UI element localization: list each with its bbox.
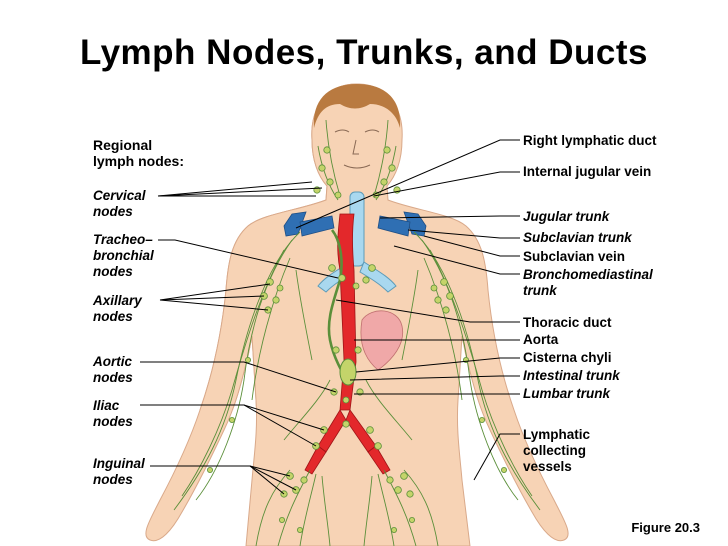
label-bronchomediastinal-trunk: Bronchomediastinal trunk [523, 267, 653, 298]
figure-number: Figure 20.3 [631, 520, 700, 535]
label-aorta: Aorta [523, 332, 559, 347]
face-features [334, 129, 380, 169]
label-regional-lymph-nodes: Regional lymph nodes: [93, 137, 185, 169]
label-subclavian-vein: Subclavian vein [523, 249, 626, 264]
label-tracheobronchial-nodes: Tracheo– bronchial nodes [93, 232, 154, 279]
label-inguinal-nodes: Inguinal nodes [93, 456, 145, 487]
label-aortic-nodes: Aortic nodes [93, 354, 133, 385]
hair [313, 84, 401, 128]
thoracic-duct [327, 229, 352, 386]
label-lumbar-trunk: Lumbar trunk [523, 386, 611, 401]
page-title: Lymph Nodes, Trunks, and Ducts [80, 33, 648, 72]
label-cisterna-chyli: Cisterna chyli [523, 350, 612, 365]
leader-lines [140, 139, 520, 495]
label-thoracic-duct: Thoracic duct [523, 315, 612, 330]
veins [283, 211, 427, 237]
label-jugular-trunk: Jugular trunk [523, 209, 610, 224]
label-iliac-nodes: Iliac nodes [93, 398, 133, 429]
label-right-lymphatic-duct: Right lymphatic duct [523, 133, 657, 148]
cisterna-chyli [339, 358, 357, 386]
label-subclavian-trunk: Subclavian trunk [523, 230, 632, 245]
label-cervical-nodes: Cervical nodes [93, 188, 146, 219]
label-lymphatic-collecting-vessels: Lymphatic collecting vessels [523, 427, 591, 474]
lymph-nodes [206, 146, 507, 534]
iliac-arteries [304, 445, 391, 475]
lymphatic-vessels [173, 119, 541, 546]
label-intestinal-trunk: Intestinal trunk [523, 368, 620, 383]
label-axillary-nodes: Axillary nodes [93, 293, 142, 324]
label-internal-jugular-vein: Internal jugular vein [523, 164, 652, 179]
